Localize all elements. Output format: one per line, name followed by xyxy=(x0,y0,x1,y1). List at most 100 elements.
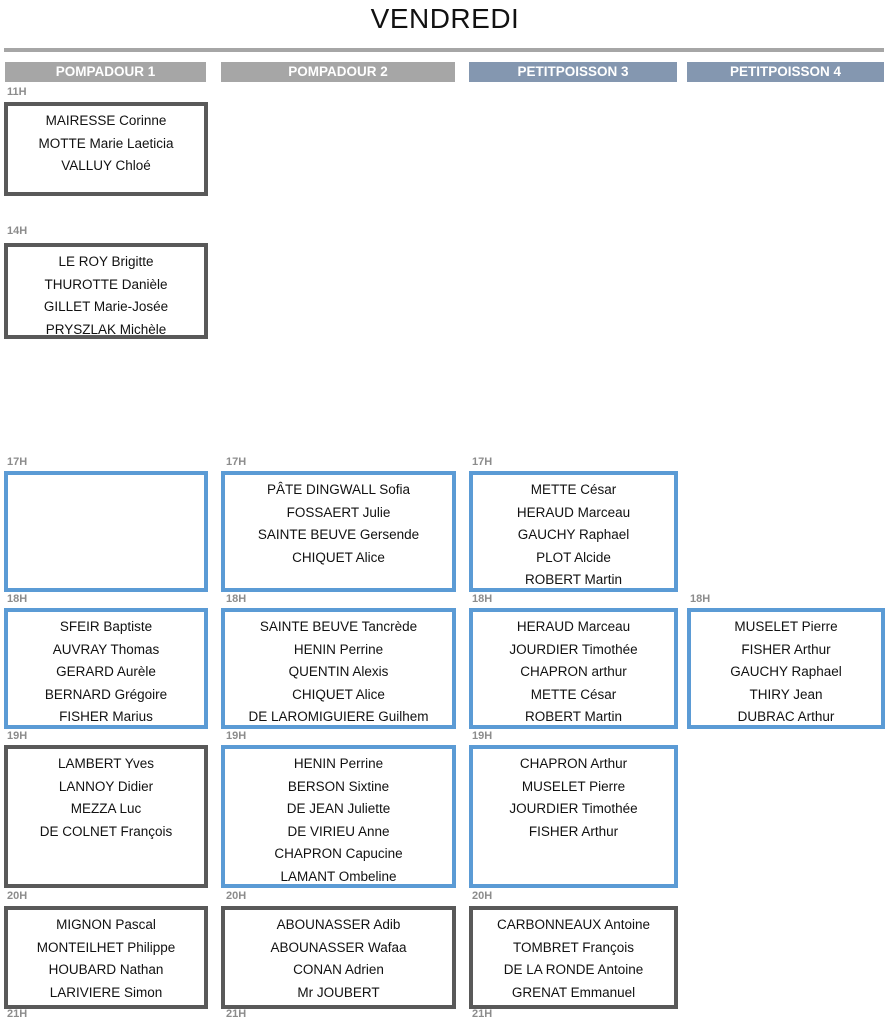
time-label: 21H xyxy=(226,1008,247,1020)
time-label: 17H xyxy=(472,456,493,468)
participant-name: QUENTIN Alexis xyxy=(288,664,389,680)
participant-name: MUSELET Pierre xyxy=(734,619,838,634)
participant-name: HERAUD Marceau xyxy=(516,504,631,520)
participant-name: MIGNON Pascal xyxy=(56,917,156,932)
participant-name: LANNOY Didier xyxy=(58,778,154,794)
participant-name: MEZZA Luc xyxy=(70,801,142,817)
participant-name: LARIVIERE Simon xyxy=(49,984,163,1000)
participant-name: TOMBRET François xyxy=(512,939,635,955)
participant-name: GAUCHY Raphael xyxy=(730,664,842,680)
time-label: 18H xyxy=(226,593,247,605)
participant-name: GRENAT Emmanuel xyxy=(511,984,636,1000)
participant-name: SFEIR Baptiste xyxy=(59,619,153,634)
time-label: 11H xyxy=(7,86,27,98)
participant-name: FISHER Arthur xyxy=(528,823,619,839)
time-label: 19H xyxy=(226,730,247,742)
time-label: 19H xyxy=(472,730,493,742)
participant-name: SAINTE BEUVE Tancrède xyxy=(259,619,418,634)
participant-name: BERNARD Grégoire xyxy=(44,686,168,702)
participant-name: GILLET Marie-Josée xyxy=(43,299,169,315)
participant-name: DUBRAC Arthur xyxy=(737,709,835,725)
time-label: 20H xyxy=(7,890,28,902)
participant-name: HENIN Perrine xyxy=(293,756,384,771)
time-label: 18H xyxy=(690,593,711,605)
participant-name: LE ROY Brigitte xyxy=(58,254,154,269)
participant-name: ROBERT Martin xyxy=(524,709,623,725)
participant-name: VALLUY Chloé xyxy=(61,158,151,174)
participant-name: GAUCHY Raphael xyxy=(517,527,630,543)
participant-name: THUROTTE Danièle xyxy=(44,276,168,292)
participant-name: MAIRESSE Corinne xyxy=(45,113,167,128)
participant-name: PLOT Alcide xyxy=(536,549,611,565)
column-header-petitpoisson-3: PETITPOISSON 3 xyxy=(469,62,677,82)
participant-name: GERARD Aurèle xyxy=(56,664,156,680)
participant-name: Mr JOUBERT xyxy=(297,984,380,1000)
participant-name: FOSSAERT Julie xyxy=(286,504,391,520)
participant-name: ABOUNASSER Wafaa xyxy=(270,939,407,955)
participant-name: CHIQUET Alice xyxy=(292,686,385,702)
participant-name: PÂTE DINGWALL Sofia xyxy=(266,482,411,497)
participant-name: DE JEAN Juliette xyxy=(286,801,391,817)
participant-name: BERSON Sixtine xyxy=(287,778,390,794)
participant-name: SAINTE BEUVE Gersende xyxy=(257,527,420,543)
time-label: 17H xyxy=(226,456,247,468)
time-label: 14H xyxy=(7,225,28,237)
page-title: VENDREDI xyxy=(370,3,520,34)
participant-name: DE COLNET François xyxy=(39,823,173,839)
participant-name: FISHER Arthur xyxy=(741,641,831,657)
participant-name: DE LAROMIGUIERE Guilhem xyxy=(248,709,429,725)
time-label: 21H xyxy=(7,1008,28,1020)
participant-name: MOTTE Marie Laeticia xyxy=(38,135,174,151)
participant-name: HERAUD Marceau xyxy=(516,619,631,634)
participant-name: MUSELET Pierre xyxy=(521,778,626,794)
participant-name: DE VIRIEU Anne xyxy=(287,823,390,839)
time-label: 18H xyxy=(472,593,493,605)
participant-name: JOURDIER Timothée xyxy=(509,801,638,817)
column-header-pompadour-2: POMPADOUR 2 xyxy=(221,62,455,82)
participant-name: ROBERT Martin xyxy=(524,572,623,588)
participant-name: METTE César xyxy=(530,482,617,497)
participant-name: FISHER Marius xyxy=(59,709,153,725)
participant-name: ABOUNASSER Adib xyxy=(276,917,401,932)
time-label: 21H xyxy=(472,1008,493,1020)
participant-name: MONTEILHET Philippe xyxy=(36,939,176,955)
participant-name: HENIN Perrine xyxy=(293,641,384,657)
participant-name: PRYSZLAK Michèle xyxy=(45,321,167,337)
participant-name: CARBONNEAUX Antoine xyxy=(496,917,651,932)
participant-name: CHIQUET Alice xyxy=(292,549,385,565)
participant-name: THIRY Jean xyxy=(749,686,823,702)
participant-name: LAMANT Ombeline xyxy=(280,868,397,884)
participant-name: CHAPRON Capucine xyxy=(274,846,403,862)
time-label: 18H xyxy=(7,593,28,605)
time-label: 17H xyxy=(7,456,28,468)
participant-name: CHAPRON arthur xyxy=(520,664,627,680)
participant-name: JOURDIER Timothée xyxy=(509,641,638,657)
column-header-pompadour-1: POMPADOUR 1 xyxy=(5,62,206,82)
participant-name: CHAPRON Arthur xyxy=(519,756,628,771)
participant-name: CONAN Adrien xyxy=(293,962,384,978)
title-divider xyxy=(4,48,884,52)
time-label: 19H xyxy=(7,730,28,742)
participant-name: AUVRAY Thomas xyxy=(52,641,160,657)
participant-name: HOUBARD Nathan xyxy=(48,962,164,978)
participant-name: DE LA RONDE Antoine xyxy=(503,962,644,978)
session-box-pompadour1-17h xyxy=(4,471,208,592)
participant-name: METTE César xyxy=(530,686,617,702)
column-header-petitpoisson-4: PETITPOISSON 4 xyxy=(687,62,884,82)
time-label: 20H xyxy=(226,890,247,902)
participant-name: LAMBERT Yves xyxy=(57,756,155,771)
time-label: 20H xyxy=(472,890,493,902)
